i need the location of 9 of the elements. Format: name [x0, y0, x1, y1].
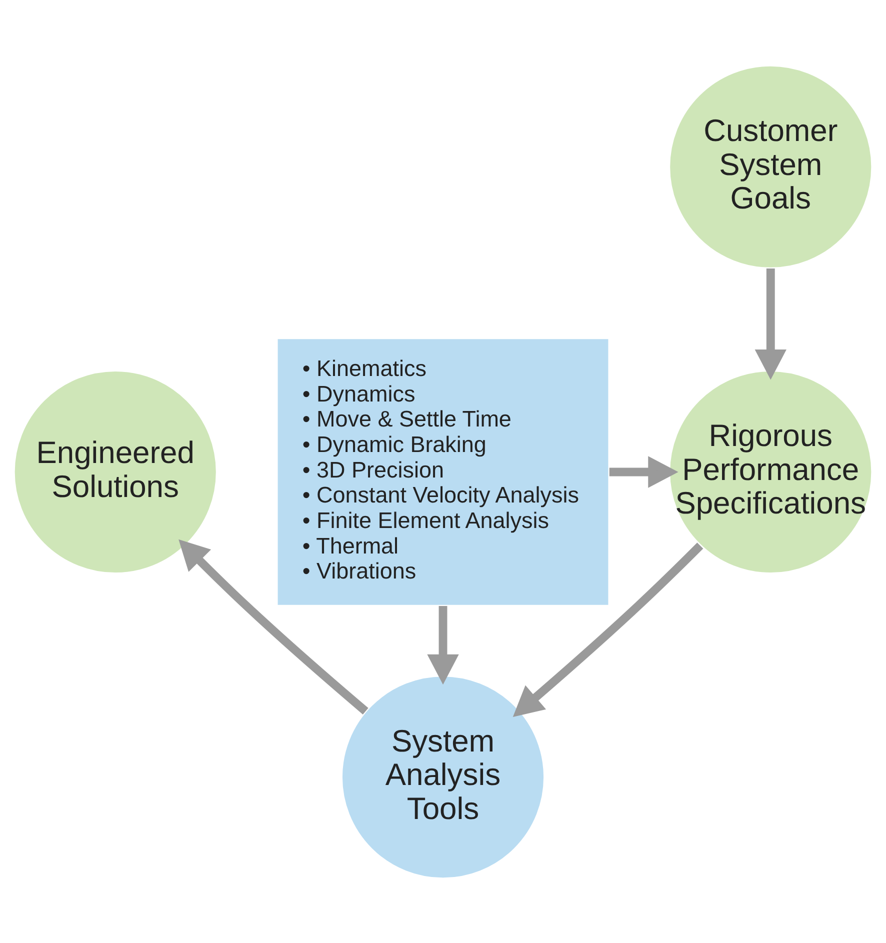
node-circle: System Analysis Tools — [341, 674, 545, 879]
node-circle: Rigorous Performance Specifications — [668, 370, 873, 574]
node-circle: Customer System Goals — [668, 64, 873, 268]
arrow — [427, 606, 459, 684]
node-box: • Kinematics • Dynamics • Move & Settle Time • Dynamic Braking • 3D Precision • Constant Velocity Analysis • Finite Element Analysis • Thermal • Vibrations — [276, 337, 610, 606]
arrow — [609, 456, 678, 488]
arrow — [512, 542, 704, 716]
arrow — [178, 538, 368, 714]
arrow — [754, 268, 786, 380]
